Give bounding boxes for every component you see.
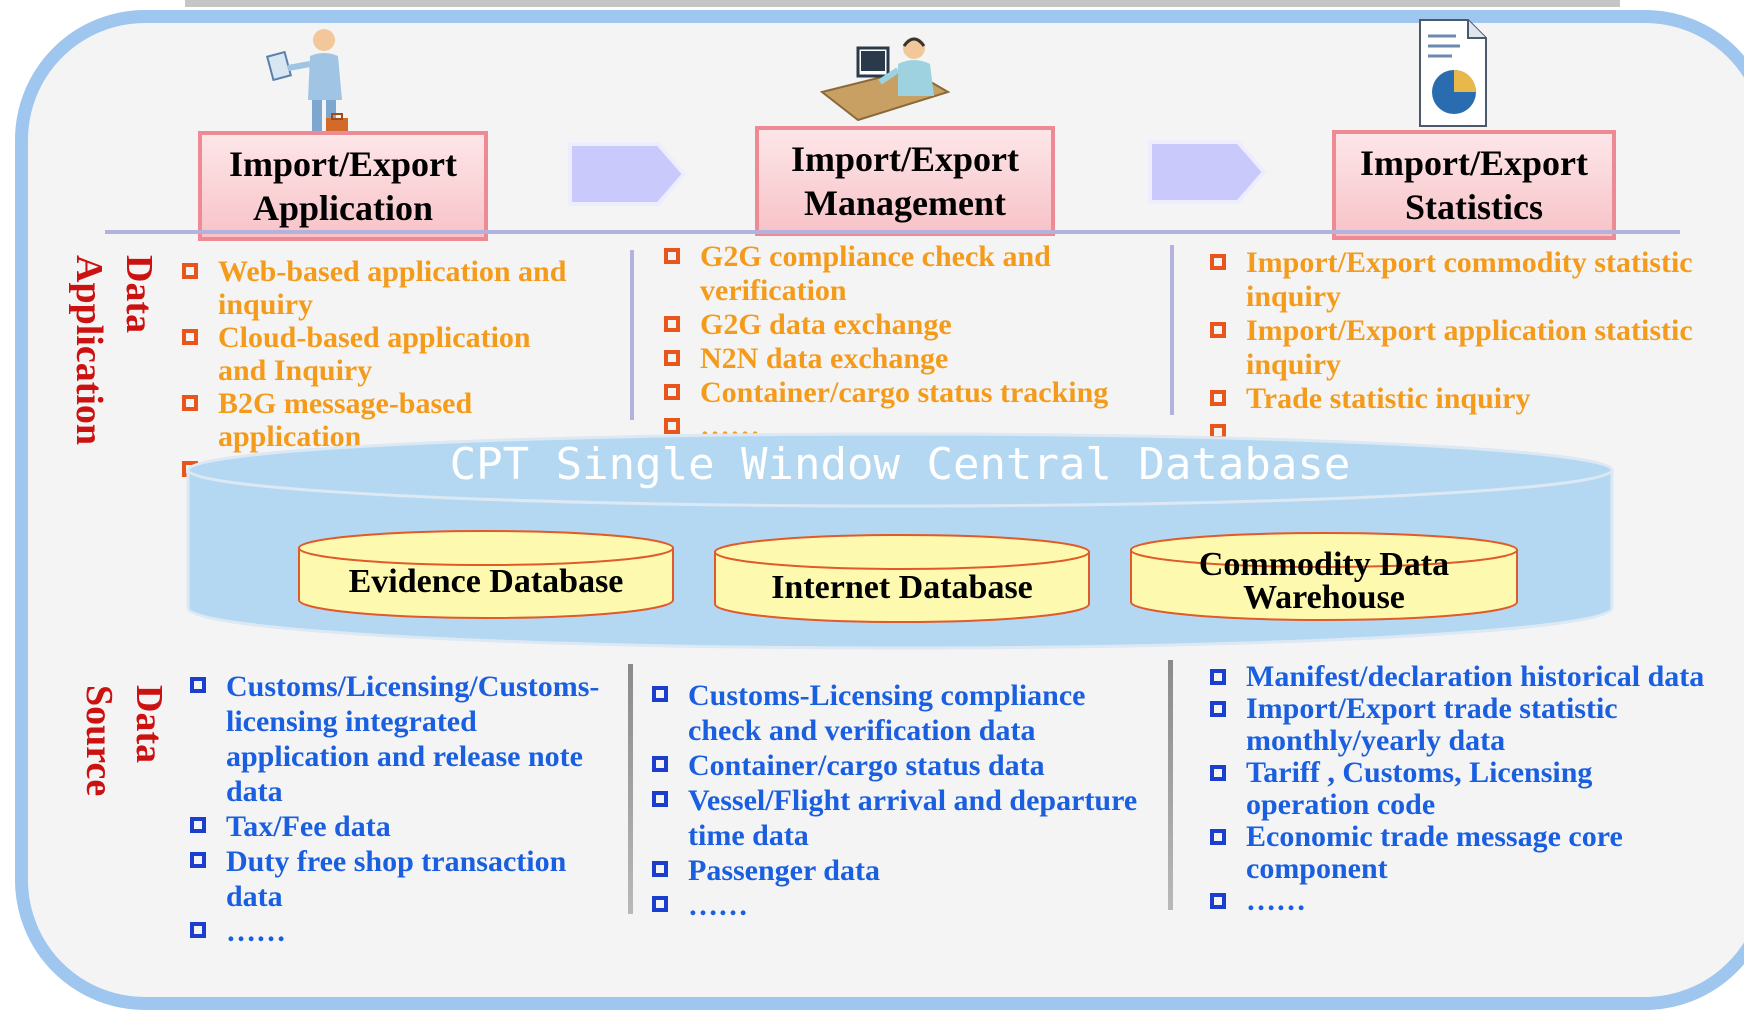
stage-import-export-management: Import/Export Management	[755, 126, 1055, 236]
label-data-application: Data Application	[68, 255, 160, 446]
column-divider	[1170, 245, 1174, 415]
application-list-3: Import/Export commodity statistic inquir…	[1210, 246, 1730, 440]
bullet-box-icon	[652, 686, 668, 702]
list-item: Customs/Licensing/Customs- licensing int…	[190, 669, 610, 809]
list-item: Economic trade message core component	[1210, 821, 1710, 885]
list-item: ……	[1210, 885, 1710, 917]
source-list-3: Manifest/declaration historical data Imp…	[1210, 661, 1710, 917]
bullet-box-icon	[664, 350, 680, 366]
bullet-box-icon	[1210, 322, 1226, 338]
internet-database-label: Internet Database	[771, 568, 1033, 606]
evidence-database-cylinder	[298, 530, 674, 619]
bullet-box-icon	[190, 922, 206, 938]
bullet-box-icon	[652, 756, 668, 772]
application-list-2: G2G compliance check and verification G2…	[664, 240, 1134, 444]
bullet-box-icon	[664, 384, 680, 400]
bullet-box-icon	[190, 852, 206, 868]
bullet-box-icon	[190, 677, 206, 693]
bullet-box-icon	[652, 861, 668, 877]
bullet-box-icon	[664, 316, 680, 332]
stage-import-export-application: Import/Export Application	[198, 131, 488, 241]
bullet-box-icon	[1210, 829, 1226, 845]
pie-chart-document-icon	[1419, 19, 1487, 127]
list-item: ……	[190, 914, 610, 949]
bullet-box-icon	[1210, 765, 1226, 781]
bullet-box-icon	[664, 248, 680, 264]
bullet-box-icon	[182, 329, 198, 345]
list-item: B2G message-based application	[182, 387, 572, 453]
stage-import-export-statistics: Import/Export Statistics	[1332, 130, 1616, 240]
list-item: G2G data exchange	[664, 308, 1134, 342]
list-item: Container/cargo status tracking	[664, 376, 1134, 410]
bullet-box-icon	[1210, 254, 1226, 270]
commodity-data-warehouse-cylinder	[1130, 532, 1518, 621]
list-item: Vessel/Flight arrival and departure time…	[652, 783, 1152, 853]
bullet-box-icon	[664, 418, 680, 434]
label-data-source: Data Source	[78, 685, 170, 797]
bullet-box-icon	[182, 395, 198, 411]
column-divider	[628, 664, 633, 914]
bullet-box-icon	[190, 817, 206, 833]
flow-arrow-2	[1148, 140, 1267, 204]
commodity-data-warehouse-label: Commodity Data Warehouse	[1198, 546, 1450, 616]
list-item: Import/Export trade statistic monthly/ye…	[1210, 693, 1710, 757]
list-item: Import/Export application statistic inqu…	[1210, 314, 1730, 382]
bullet-box-icon	[652, 791, 668, 807]
list-item: Container/cargo status data	[652, 748, 1152, 783]
source-list-2: Customs-Licensing compliance check and v…	[652, 678, 1152, 923]
list-item: Manifest/declaration historical data	[1210, 661, 1710, 693]
list-item: ……	[652, 888, 1152, 923]
bullet-box-icon	[1210, 893, 1226, 909]
list-item: Trade statistic inquiry	[1210, 382, 1730, 416]
operator-at-computer-icon	[819, 37, 951, 122]
bullet-box-icon	[1210, 669, 1226, 685]
list-item: G2G compliance check and verification	[664, 240, 1134, 308]
list-item: Web-based application and inquiry	[182, 255, 572, 321]
bullet-box-icon	[182, 263, 198, 279]
list-item: Passenger data	[652, 853, 1152, 888]
bullet-box-icon	[1210, 701, 1226, 717]
stage-separator-line	[105, 230, 1680, 234]
central-database-title: CPT Single Window Central Database	[449, 439, 1351, 490]
list-item: Cloud-based application and Inquiry	[182, 321, 572, 387]
internet-database-cylinder	[714, 534, 1090, 623]
person-with-briefcase-icon	[265, 29, 348, 134]
list-item: Duty free shop transaction data	[190, 844, 610, 914]
column-divider	[1168, 660, 1173, 910]
list-item: Import/Export commodity statistic inquir…	[1210, 246, 1730, 314]
list-item: N2N data exchange	[664, 342, 1134, 376]
column-divider	[630, 250, 634, 420]
source-list-1: Customs/Licensing/Customs- licensing int…	[190, 669, 610, 949]
list-item: Customs-Licensing compliance check and v…	[652, 678, 1152, 748]
bullet-box-icon	[652, 896, 668, 912]
bullet-box-icon	[1210, 390, 1226, 406]
top-bar	[185, 0, 1620, 7]
flow-arrow-1	[568, 142, 687, 206]
application-list-1: Web-based application and inquiry Cloud-…	[182, 255, 572, 477]
evidence-database-label: Evidence Database	[348, 562, 624, 600]
list-item: Tariff , Customs, Licensing operation co…	[1210, 757, 1710, 821]
list-item: Tax/Fee data	[190, 809, 610, 844]
